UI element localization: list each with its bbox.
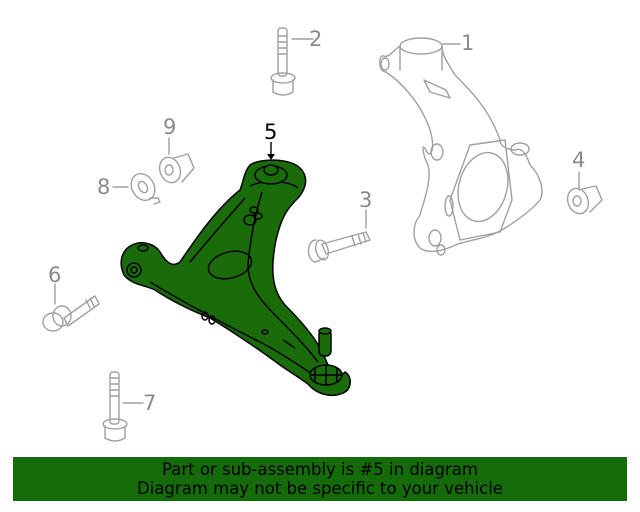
callout-3[interactable]: 3 xyxy=(359,188,373,212)
lower-control-arm-part[interactable] xyxy=(120,159,351,397)
nut-4-part[interactable] xyxy=(564,185,603,216)
bolt-3-part[interactable] xyxy=(307,231,371,263)
nut-9-part[interactable] xyxy=(156,153,195,186)
callout-5[interactable]: 5 xyxy=(264,120,278,144)
part-info-banner: Part or sub-assembly is #5 in diagram Di… xyxy=(13,457,627,501)
callout-7[interactable]: 7 xyxy=(143,391,157,415)
callout-1[interactable]: 1 xyxy=(461,31,475,55)
callout-4[interactable]: 4 xyxy=(572,148,586,172)
banner-line-disclaimer: Diagram may not be specific to your vehi… xyxy=(137,479,503,498)
callout-8[interactable]: 8 xyxy=(97,175,111,199)
bolt-6-part[interactable] xyxy=(42,295,100,332)
callout-6[interactable]: 6 xyxy=(48,263,62,287)
banner-line-part: Part or sub-assembly is #5 in diagram xyxy=(162,460,478,479)
bolt-7-part[interactable] xyxy=(102,371,128,442)
washer-8-part[interactable] xyxy=(126,169,161,205)
callout-2[interactable]: 2 xyxy=(309,27,323,51)
bolt-2-part[interactable] xyxy=(270,27,296,96)
callout-9[interactable]: 9 xyxy=(163,115,177,139)
steering-knuckle-part[interactable] xyxy=(379,37,543,256)
